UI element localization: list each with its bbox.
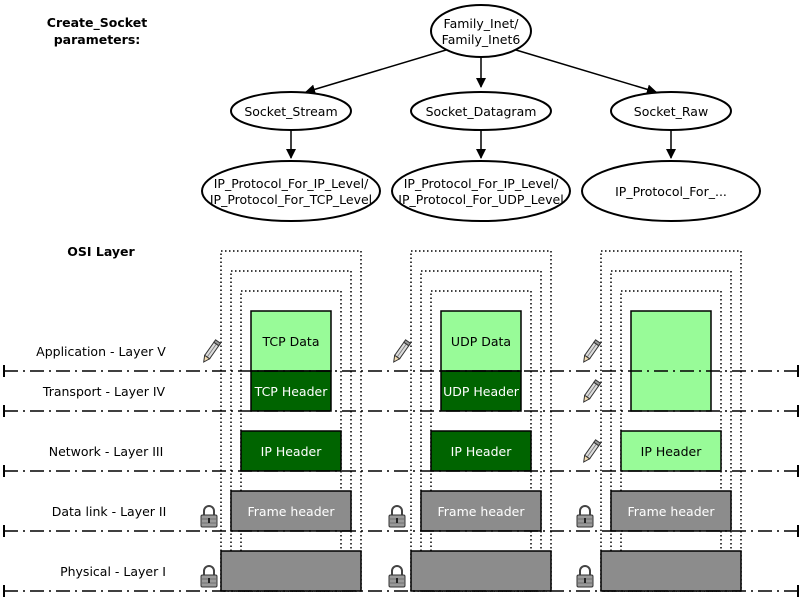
raw-stack: IP Header Frame header: [600, 250, 742, 592]
padlock-icon: [388, 505, 406, 528]
tcp-frame-header-box: [230, 490, 352, 532]
socket-datagram-label: Socket_Datagram: [426, 104, 537, 119]
udp-physical-box: [410, 550, 552, 592]
tcp-protocol-node: [201, 160, 381, 222]
layer-label-datalink: Data link - Layer II: [52, 504, 167, 519]
udp-ip-header-box: [430, 430, 532, 472]
udp-stack: UDP Data UDP Header IP Header Frame head…: [410, 250, 552, 592]
tcp-data-label: TCP Data: [262, 334, 320, 349]
raw-frame-header-label: Frame header: [628, 504, 716, 519]
padlock-icon: [200, 505, 218, 528]
udp-stack-border-outer: [410, 250, 552, 592]
pencil-icon: [580, 379, 601, 405]
family-node-line1: Family_Inet/: [444, 16, 520, 31]
raw-payload-box: [630, 310, 712, 412]
pencil-icon: [580, 439, 601, 465]
layer-label-network: Network - Layer III: [49, 444, 164, 459]
tcp-header-box: [250, 370, 332, 412]
padlock-icon: [576, 565, 594, 588]
tcp-stack: TCP Data TCP Header IP Header Frame head…: [220, 250, 362, 592]
raw-frame-header-box: [610, 490, 732, 532]
raw-protocol-line1: IP_Protocol_For_...: [615, 184, 727, 199]
udp-frame-header-label: Frame header: [438, 504, 526, 519]
padlock-icon: [388, 565, 406, 588]
raw-ip-header-label: IP Header: [641, 444, 703, 459]
layer-label-application: Application - Layer V: [36, 344, 166, 359]
tcp-frame-header-label: Frame header: [248, 504, 336, 519]
tcp-header-label: TCP Header: [254, 384, 329, 399]
tcp-ip-header-label: IP Header: [261, 444, 323, 459]
udp-protocol-line1: IP_Protocol_For_IP_Level/: [404, 176, 559, 191]
osi-layer-heading: OSI Layer: [67, 244, 135, 259]
udp-data-box: [440, 310, 522, 372]
raw-physical-box: [600, 550, 742, 592]
layer-label-transport: Transport - Layer IV: [42, 384, 166, 399]
arrow-family-to-stream: [305, 49, 447, 95]
udp-protocol-line2: IP_Protocol_For_UDP_Level: [398, 192, 563, 207]
udp-data-label: UDP Data: [451, 334, 511, 349]
arrow-family-to-raw: [515, 49, 657, 95]
tcp-protocol-line2: IP_Protocol_For_TCP_Level: [210, 192, 372, 207]
tcp-physical-box: [220, 550, 362, 592]
family-node: [430, 4, 532, 58]
udp-header-label: UDP Header: [443, 384, 520, 399]
tcp-protocol-line1: IP_Protocol_For_IP_Level/: [214, 176, 369, 191]
raw-stack-border-outer: [600, 250, 742, 592]
pencil-icon: [390, 339, 411, 365]
layer-label-physical: Physical - Layer I: [60, 564, 166, 579]
padlock-icon: [200, 565, 218, 588]
pencil-icon: [200, 339, 221, 365]
udp-frame-header-box: [420, 490, 542, 532]
pencil-icon: [580, 339, 601, 365]
family-node-line2: Family_Inet6: [442, 32, 521, 47]
udp-ip-header-label: IP Header: [451, 444, 513, 459]
raw-protocol-node: [581, 160, 761, 222]
parameters-heading: parameters:: [54, 32, 141, 47]
padlock-icon: [576, 505, 594, 528]
udp-protocol-node: [391, 160, 571, 222]
create-socket-heading: Create_Socket: [47, 15, 147, 31]
socket-stream-label: Socket_Stream: [244, 104, 337, 119]
raw-ip-header-box: [620, 430, 722, 472]
layer-boundaries: [3, 365, 799, 597]
socket-raw-label: Socket_Raw: [634, 104, 708, 119]
tcp-stack-border-outer: [220, 250, 362, 592]
